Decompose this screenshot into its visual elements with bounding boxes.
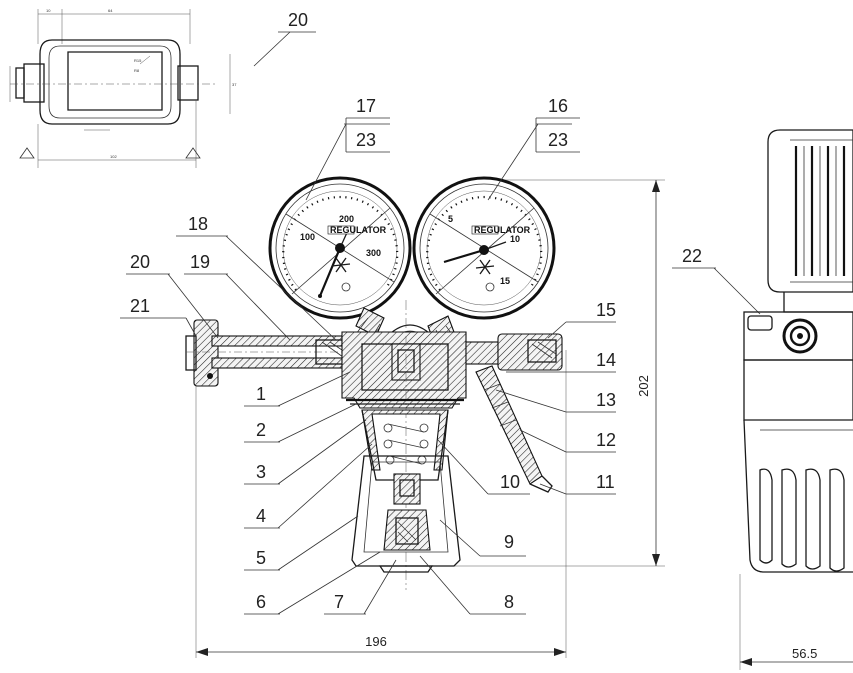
right-pressure-gauge: [412, 176, 556, 320]
dimension-height: 202: [636, 375, 651, 397]
left-gauge-tick-100: 100: [300, 232, 315, 242]
leader-20-top: [253, 31, 291, 67]
callout-13: 13: [596, 390, 616, 410]
callout-8: 8: [504, 592, 514, 612]
callout-3: 3: [256, 462, 266, 482]
regulator-body: [341, 300, 467, 590]
callout-2: 2: [256, 420, 266, 440]
inlet-connection: [185, 319, 360, 387]
callout-23-right: 23: [548, 130, 568, 150]
callout-17: 17: [356, 96, 376, 116]
right-gauge-tick-15: 15: [500, 276, 510, 286]
svg-text:10: 10: [46, 8, 51, 13]
callout-leaders: [120, 117, 761, 615]
side-view: [739, 129, 853, 670]
left-gauge-brand: REGULATOR: [330, 225, 387, 235]
callout-19: 19: [190, 252, 210, 272]
svg-text:102: 102: [110, 154, 117, 159]
outlet-connection: [465, 333, 563, 493]
right-gauge-tick-5: 5: [448, 214, 453, 224]
callout-1: 1: [256, 384, 266, 404]
svg-text:37: 37: [232, 82, 237, 87]
callout-15: 15: [596, 300, 616, 320]
left-gauge-tick-300: 300: [366, 248, 381, 258]
callout-20-left: 20: [130, 252, 150, 272]
callout-18: 18: [188, 214, 208, 234]
spring-housing: [361, 409, 449, 481]
callout-16: 16: [548, 96, 568, 116]
callout-23-left: 23: [356, 130, 376, 150]
svg-text:R15: R15: [134, 58, 142, 63]
yoke-detail-view: 10 64 102 R15 R8 37: [9, 8, 237, 168]
callout-20-top: 20: [288, 10, 308, 30]
left-pressure-gauge: [268, 176, 412, 320]
callout-6: 6: [256, 592, 266, 612]
callout-4: 4: [256, 506, 266, 526]
right-gauge-brand: REGULATOR: [474, 225, 531, 235]
adjusting-knob: [351, 455, 461, 573]
left-gauge-tick-200: 200: [339, 214, 354, 224]
callout-12: 12: [596, 430, 616, 450]
callout-22: 22: [682, 246, 702, 266]
callout-10: 10: [500, 472, 520, 492]
callout-9: 9: [504, 532, 514, 552]
callout-11: 11: [596, 472, 615, 492]
svg-text:64: 64: [108, 8, 113, 13]
callout-14: 14: [596, 350, 616, 370]
dimension-side-width: 56.5: [792, 646, 817, 661]
callout-7: 7: [334, 592, 344, 612]
callout-21: 21: [130, 296, 150, 316]
callout-numbers: 17 23 16 23 18 20 19 21 15 14 13 12 11 1…: [130, 96, 702, 612]
dimension-width: 196: [365, 634, 387, 649]
right-gauge-tick-10: 10: [510, 234, 520, 244]
callout-5: 5: [256, 548, 266, 568]
svg-text:R8: R8: [134, 68, 140, 73]
